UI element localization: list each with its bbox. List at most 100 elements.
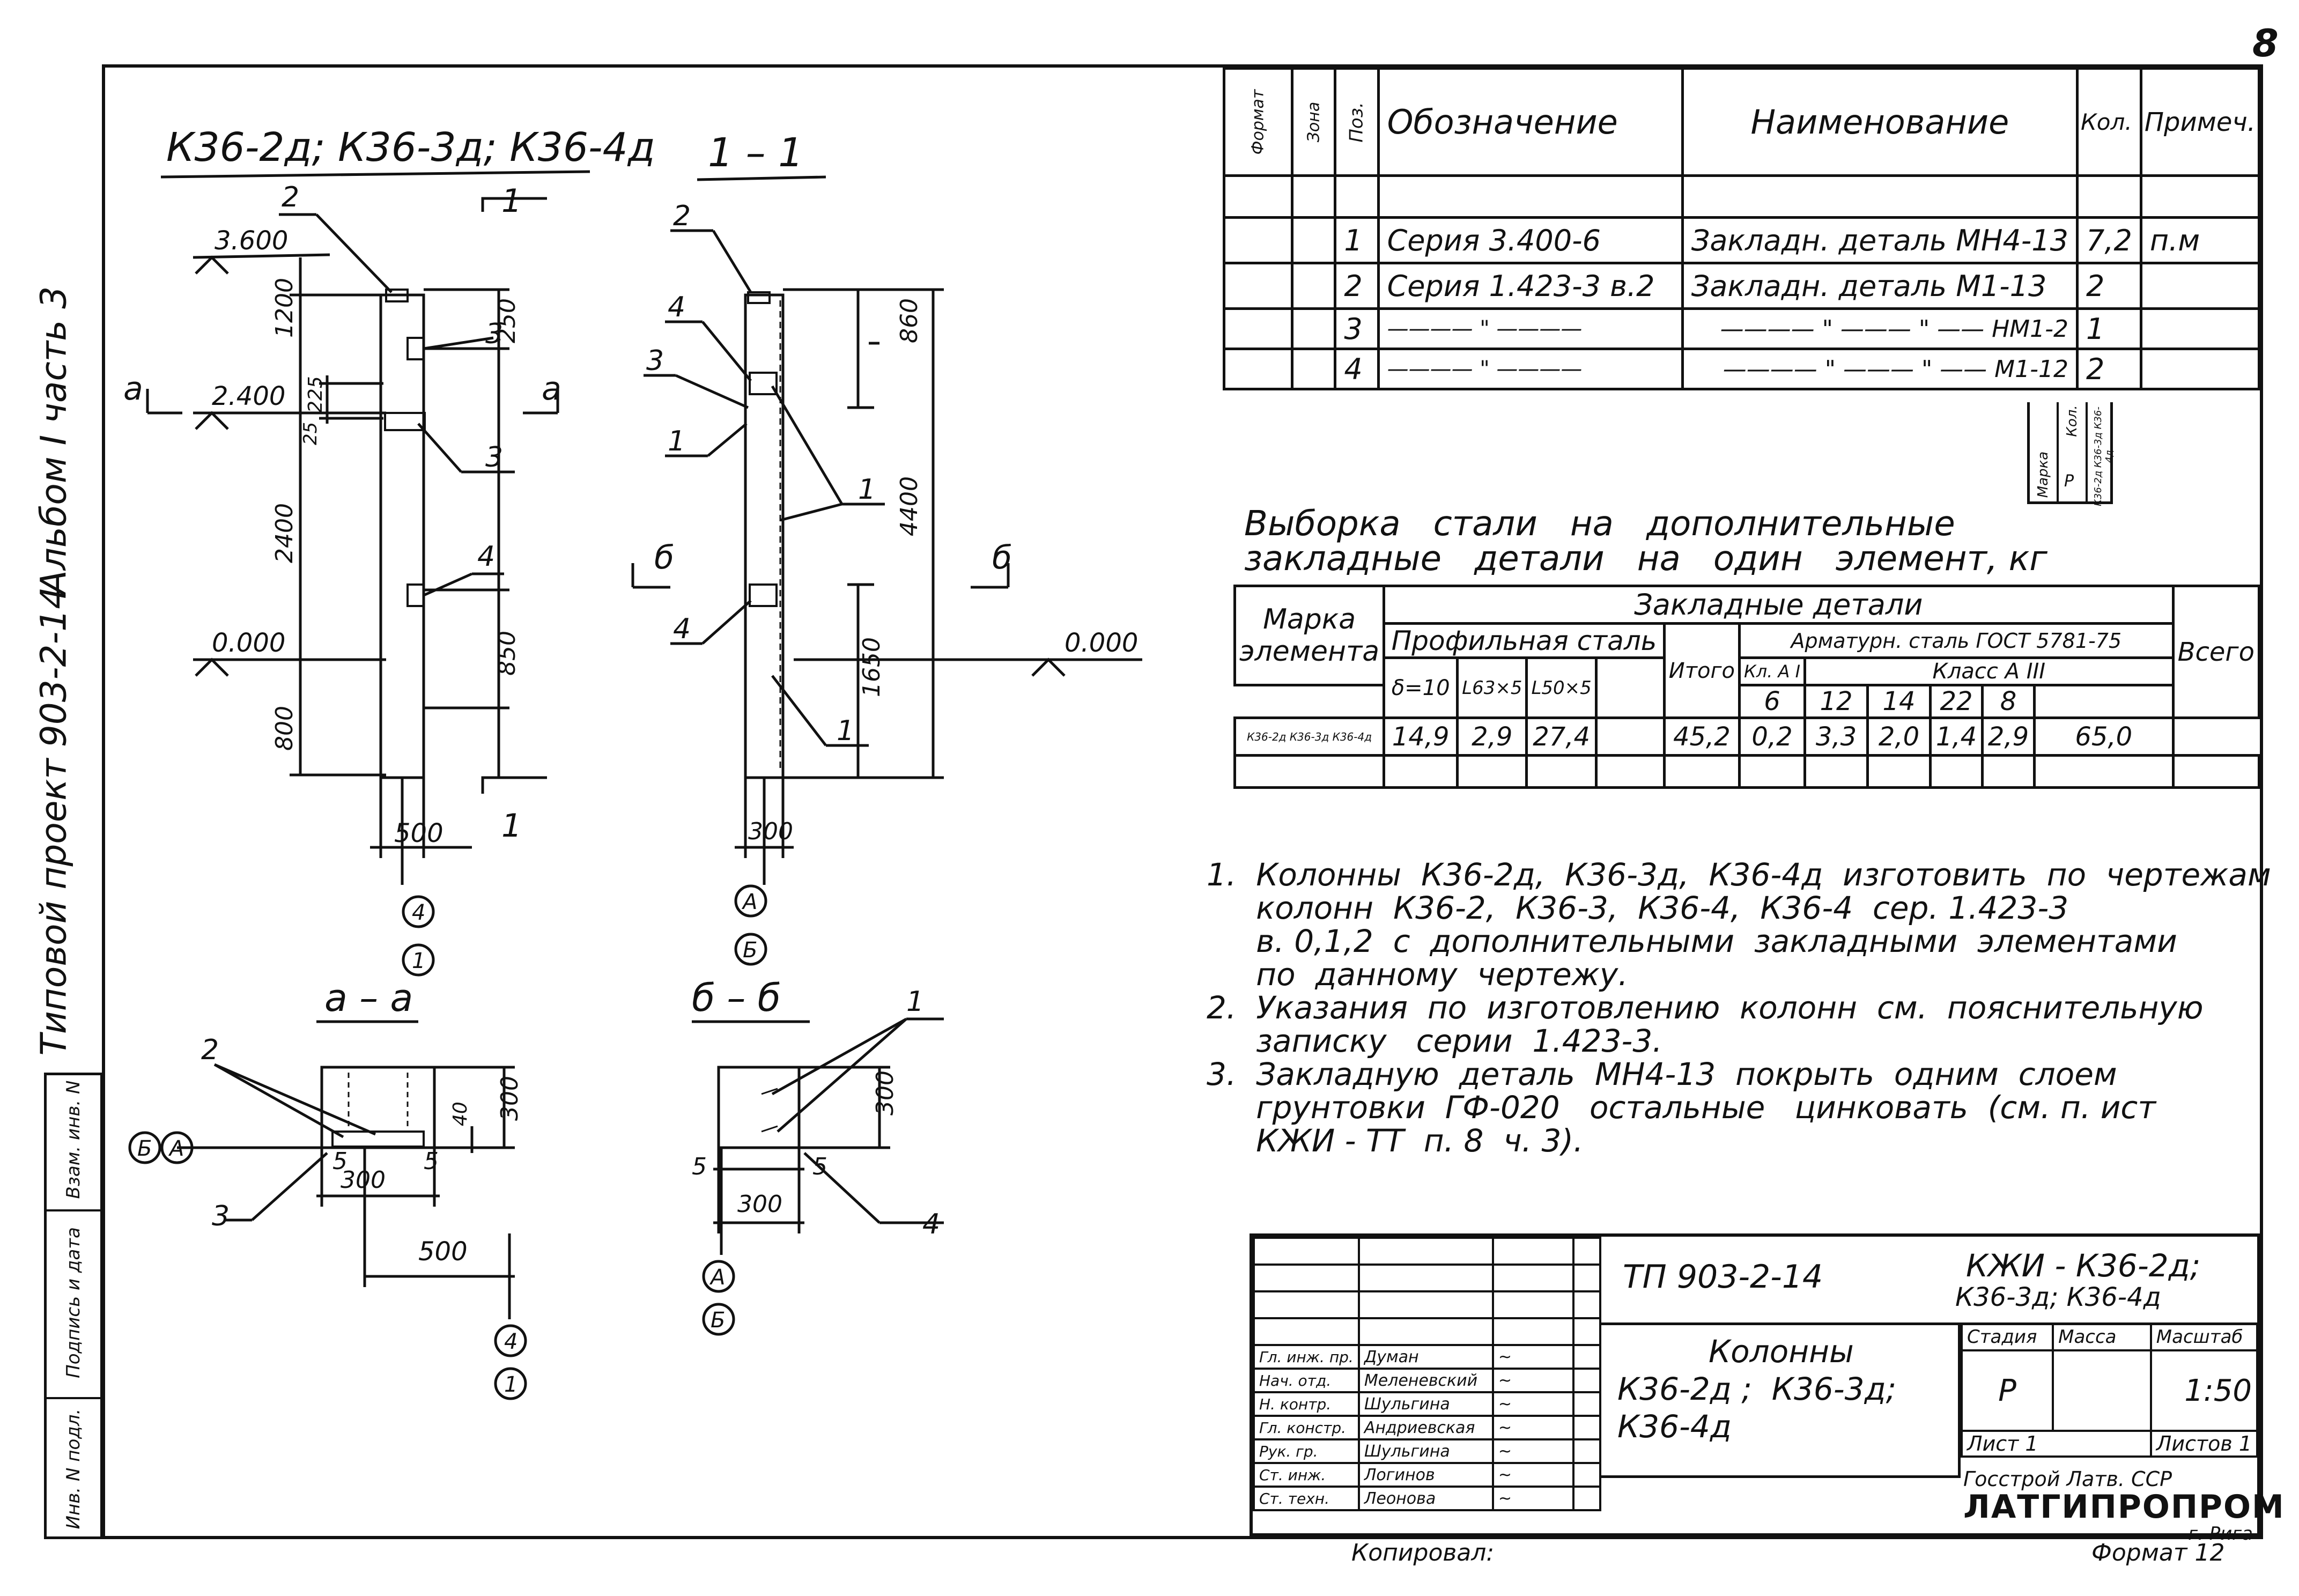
sect-pos-1-right: 1 [858,474,876,506]
signature-row: Нач. отд.Меленевский~ [1253,1368,1602,1393]
signature-row: Гл. констр.Андриевская~ [1253,1415,1602,1440]
note-line: 2. Указания по изготовлению колонн см. п… [1207,989,2204,1026]
steel-h-embedded: Закладные детали [1383,585,2175,625]
axis-A-sect-label: А [741,890,757,914]
aa-pos-2: 2 [201,1034,219,1066]
spec-row: 3 ———— " ———————— " ——— " —— НМ1-2 1 [1223,307,2261,350]
section-1-title: 1 – 1 [708,130,803,176]
tb-object-3: К36-4д [1617,1408,1732,1445]
dim-1650: 1650 [858,637,885,697]
steel-dia-0: 6 [1738,684,1807,719]
stamp-cell-inv: Инв. N подл. [47,1397,100,1539]
bb-pos-1: 1 [906,986,924,1018]
aa-gap-5a: 5 [332,1148,348,1175]
bb-pos-4: 4 [922,1208,940,1240]
signature-table: Гл. инж. пр.Думан~ Нач. отд.Меленевский~… [1253,1237,1602,1511]
section-bb-outline [717,1066,801,1149]
signature-row: Ст. техн.Леонова~ [1253,1486,1602,1511]
steel-dia-4: 8 [1981,684,2036,719]
aa-gap-5b: 5 [424,1148,439,1175]
cut-a-right: а [542,370,561,408]
sect-pos-3: 3 [646,345,664,377]
axis-4-aa-label: 4 [504,1329,518,1354]
bb-gap-5a: 5 [692,1153,707,1180]
cut-b-left: б [654,539,674,577]
axis-1-aa-label: 1 [504,1372,518,1397]
dim-2400: 2400 [271,503,298,563]
signature-row: Гл. инж. пр.Думан~ [1253,1344,1602,1370]
axis-A-bb [702,1260,735,1293]
axis-B-aa-label: Б [137,1136,152,1161]
section-1-bottom-marker: 1 [501,807,522,845]
note-line: КЖИ - ТТ п. 8 ч. 3). [1207,1122,1584,1159]
elev-pos-3-top: 3 [485,318,503,350]
aa-dim-300: 300 [496,1076,523,1121]
section-bb-title: б – б [692,976,781,1020]
elev-0000-right: 0.000 [1065,628,1138,658]
elev-pos-3: 3 [485,441,503,474]
sect-pos-1-left: 1 [668,425,685,457]
copied-by: Копировал: [1351,1539,1495,1567]
drawing-area: К36-2д; К36-3д; К36-4д 1 – 1 1 1 3.600 2… [123,124,1142,1400]
elevation-title-underline [160,170,590,179]
axis-B-bb [702,1303,735,1336]
spec-h-format: Формат [1223,67,1293,177]
spec-h-designation: Обозначение [1377,67,1684,177]
elev-2400: 2.400 [212,381,285,411]
spec-mark-block: Марка Кол.Р К36-2д К36-3д К36-4д [2027,402,2115,506]
steel-sub-2: L50×5 [1525,656,1598,719]
axis-1-aa [494,1367,527,1400]
dim-225: 225 [305,376,327,413]
cut-b-right: б [992,539,1012,577]
elev-0000: 0.000 [212,628,285,658]
elev-pos-2: 2 [282,181,299,213]
tb-org-1: Госстрой Латв. ССР [1963,1467,2172,1491]
tb-mass-label: Масса [2052,1322,2152,1351]
section-1-top-marker: 1 [501,182,522,220]
elev-pos-4: 4 [477,541,495,573]
left-stamp: Инв. N подл. Подпись и дата Взам. инв. N [44,1073,103,1539]
sect-pos-4-bottom: 4 [673,613,691,645]
steel-title-1: Выборка стали на дополнительные [1244,504,1955,544]
note-line: грунтовки ГФ-020 остальные цинковать (см… [1207,1089,2156,1126]
spec-row: 4 ———— " ———————— " ——— " —— М1-12 2 [1223,348,2261,390]
tb-stage-label: Стадия [1960,1322,2054,1351]
sect-pos-1-bottom: 1 [837,715,854,747]
stamp-cell-sign: Подпись и дата [47,1209,100,1399]
axis-B-bb-label: Б [711,1308,725,1333]
column-elevation [379,293,425,779]
dim-500-elev: 500 [394,818,443,848]
steel-dia-1: 12 [1803,684,1869,719]
tb-scale-label: Масштаб [2149,1322,2259,1351]
dim-850: 850 [493,631,521,676]
spec-h-pos: Поз. [1334,67,1380,177]
steel-h-all: Всего [2171,585,2261,719]
axis-4-elev-label: 4 [412,900,425,925]
tb-org-2: ЛАТГИПРОПРОМ [1963,1488,2285,1526]
aa-dim-500: 500 [418,1237,468,1267]
drawing-frame [102,64,2263,1539]
tb-stage: Р [1960,1349,2054,1432]
bb-dim-300: 300 [871,1070,899,1115]
steel-dia-3: 22 [1929,684,1984,719]
spec-h-zone: Зона [1290,67,1337,177]
section-aa-title: а – а [324,976,413,1020]
axis-B-sect [734,933,767,966]
spec-table: Формат Зона Поз. Обозначение Наименовани… [1223,67,2261,390]
axis-4-aa [494,1324,527,1357]
title-block: Гл. инж. пр.Думан~ Нач. отд.Меленевский~… [1250,1233,2285,1545]
steel-table: Марка элемента Закладные детали Всего Пр… [1233,585,2261,789]
axis-B-sect-label: Б [743,938,757,963]
spec-h-name: Наименование [1681,67,2079,177]
steel-h-kl: Кл. А I [1738,656,1807,686]
note-line: в. 0,1,2 с дополнительными закладными эл… [1207,923,2177,959]
dim-25: 25 [300,422,321,445]
signature-row: Ст. инж.Логинов~ [1253,1462,1602,1488]
tb-object-2: К36-2д ; К36-3д; [1617,1371,1897,1407]
note-line: 3. Закладную деталь МН4-13 покрыть одним… [1207,1056,2117,1092]
note-line: по данному чертежу. [1207,956,1628,993]
sheet-number: 8 [2252,21,2279,65]
